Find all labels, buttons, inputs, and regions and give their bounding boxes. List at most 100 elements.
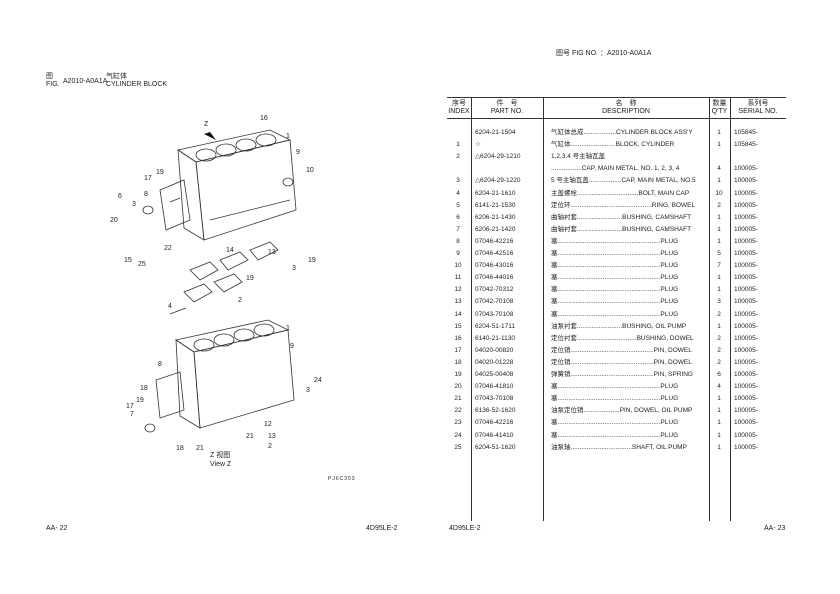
cell-serial: 100005- <box>734 286 758 294</box>
cell-desc: 塞.......................................… <box>551 431 679 439</box>
cell-qty: 1 <box>717 407 721 415</box>
cell-qty: 1 <box>717 443 721 451</box>
cell-serial: 100005- <box>734 310 758 318</box>
cell-serial: 100005- <box>734 419 758 427</box>
cell-desc: 塞.......................................… <box>551 286 679 294</box>
cell-serial: 100005- <box>734 262 758 270</box>
cell-qty: 1 <box>717 141 721 149</box>
callout-13b: 13 <box>268 433 276 440</box>
cell-desc: 气缸体总成..................CYLINDER BLOCK AS… <box>551 129 693 136</box>
callout-6: 6 <box>118 193 122 200</box>
cell-desc: 1,2,3,4 号主轴瓦盖 <box>551 153 606 161</box>
cylinder-block-diagram: 16 1 Z 10 9 17 19 6 3 8 20 15 25 22 14 1… <box>110 115 322 452</box>
cell-qty: 1 <box>717 274 721 282</box>
callout-7: 7 <box>130 411 134 418</box>
cell-part: 6204-21-1504 <box>475 129 516 136</box>
cell-serial: 100005- <box>734 237 758 245</box>
table-top-rule <box>447 97 786 98</box>
cell-part: 07042-70312 <box>475 286 514 294</box>
cell-desc: 塞.......................................… <box>551 419 679 427</box>
cell-part: 6204-51-1711 <box>475 322 515 330</box>
cell-qty: 1 <box>717 395 721 403</box>
callout-18b: 18 <box>176 445 184 452</box>
cell-qty: 1 <box>717 213 721 221</box>
cell-serial: 100005- <box>734 189 758 197</box>
callout-19c: 19 <box>246 275 254 282</box>
cell-desc: 油泵轴..................................SHA… <box>551 443 687 451</box>
cell-serial: 100005- <box>734 322 758 330</box>
callout-13: 13 <box>268 249 276 256</box>
cell-part: 07046-41410 <box>475 431 514 439</box>
cell-index: 21 <box>454 395 462 403</box>
cell-desc: 塞.......................................… <box>551 298 679 306</box>
cell-qty: 1 <box>717 419 721 427</box>
cell-desc: 定位销.....................................… <box>551 346 692 354</box>
lower-block-side <box>193 329 295 429</box>
callout-1b: 1 <box>286 325 290 332</box>
cell-qty: 1 <box>717 431 721 439</box>
cell-index: 20 <box>454 383 462 391</box>
callout-3b: 3 <box>292 265 296 272</box>
table-row: 1☆气缸体.........................BLOCK, CYL… <box>447 139 786 151</box>
callout-9b: 9 <box>290 343 294 350</box>
upper-block-front <box>177 149 205 241</box>
right-model-name: 4D95LE-2 <box>449 525 481 532</box>
cell-index: 12 <box>454 286 462 294</box>
callout-2b: 2 <box>268 443 272 450</box>
cell-desc: 定位销.....................................… <box>551 358 692 366</box>
cell-serial: 100005- <box>734 334 758 342</box>
cell-index: 8 <box>456 237 460 245</box>
cell-qty: 2 <box>717 334 721 342</box>
cell-index: 13 <box>454 298 462 306</box>
fig-label-cn: 图 <box>46 73 53 80</box>
table-row: .................CAP, MAIN METAL, NO. 1,… <box>447 163 786 175</box>
cell-qty: 1 <box>717 129 721 136</box>
cell-qty: 5 <box>717 250 721 257</box>
cell-serial: 100005- <box>734 346 758 354</box>
cell-serial: 100005- <box>734 443 758 451</box>
cell-qty: 2 <box>717 346 721 354</box>
cell-serial: 100005- <box>734 201 758 209</box>
cell-serial: 100005- <box>734 298 758 306</box>
cell-index: 14 <box>454 310 462 318</box>
cell-serial: 100005- <box>734 395 758 403</box>
cell-index: 11 <box>454 274 462 282</box>
cell-part: 07043-70108 <box>475 310 514 318</box>
callout-17: 17 <box>144 175 152 182</box>
cell-desc: 曲轴衬套.........................BUSHING, CA… <box>551 213 692 221</box>
callout-25: 25 <box>138 261 146 268</box>
drawing-code: PJ6C303 <box>328 476 356 482</box>
cell-index: 3 <box>456 177 460 185</box>
col-divider-4 <box>730 97 731 521</box>
cell-desc: 曲轴衬套.........................BUSHING, CA… <box>551 225 692 233</box>
cell-desc: 油泵定位销....................PIN, DOWEL, OIL… <box>551 407 693 415</box>
cell-serial: 100005- <box>734 407 758 415</box>
cell-qty: 7 <box>717 262 721 270</box>
cell-serial: 100005- <box>734 274 758 282</box>
cell-part: 07046-42516 <box>475 250 514 257</box>
cell-index: 4 <box>456 189 460 197</box>
cell-index: 16 <box>454 334 462 342</box>
cell-part: 07046-42216 <box>475 237 514 245</box>
cell-part: 6140-21-1130 <box>475 334 515 342</box>
cell-qty: 6 <box>717 371 721 378</box>
callout-3c: 3 <box>306 387 310 394</box>
right-page-number: AA- 23 <box>764 525 786 532</box>
cell-index: 10 <box>454 262 462 270</box>
callout-12: 12 <box>264 421 272 428</box>
cell-qty: 3 <box>717 298 721 306</box>
cell-qty: 1 <box>717 322 721 330</box>
